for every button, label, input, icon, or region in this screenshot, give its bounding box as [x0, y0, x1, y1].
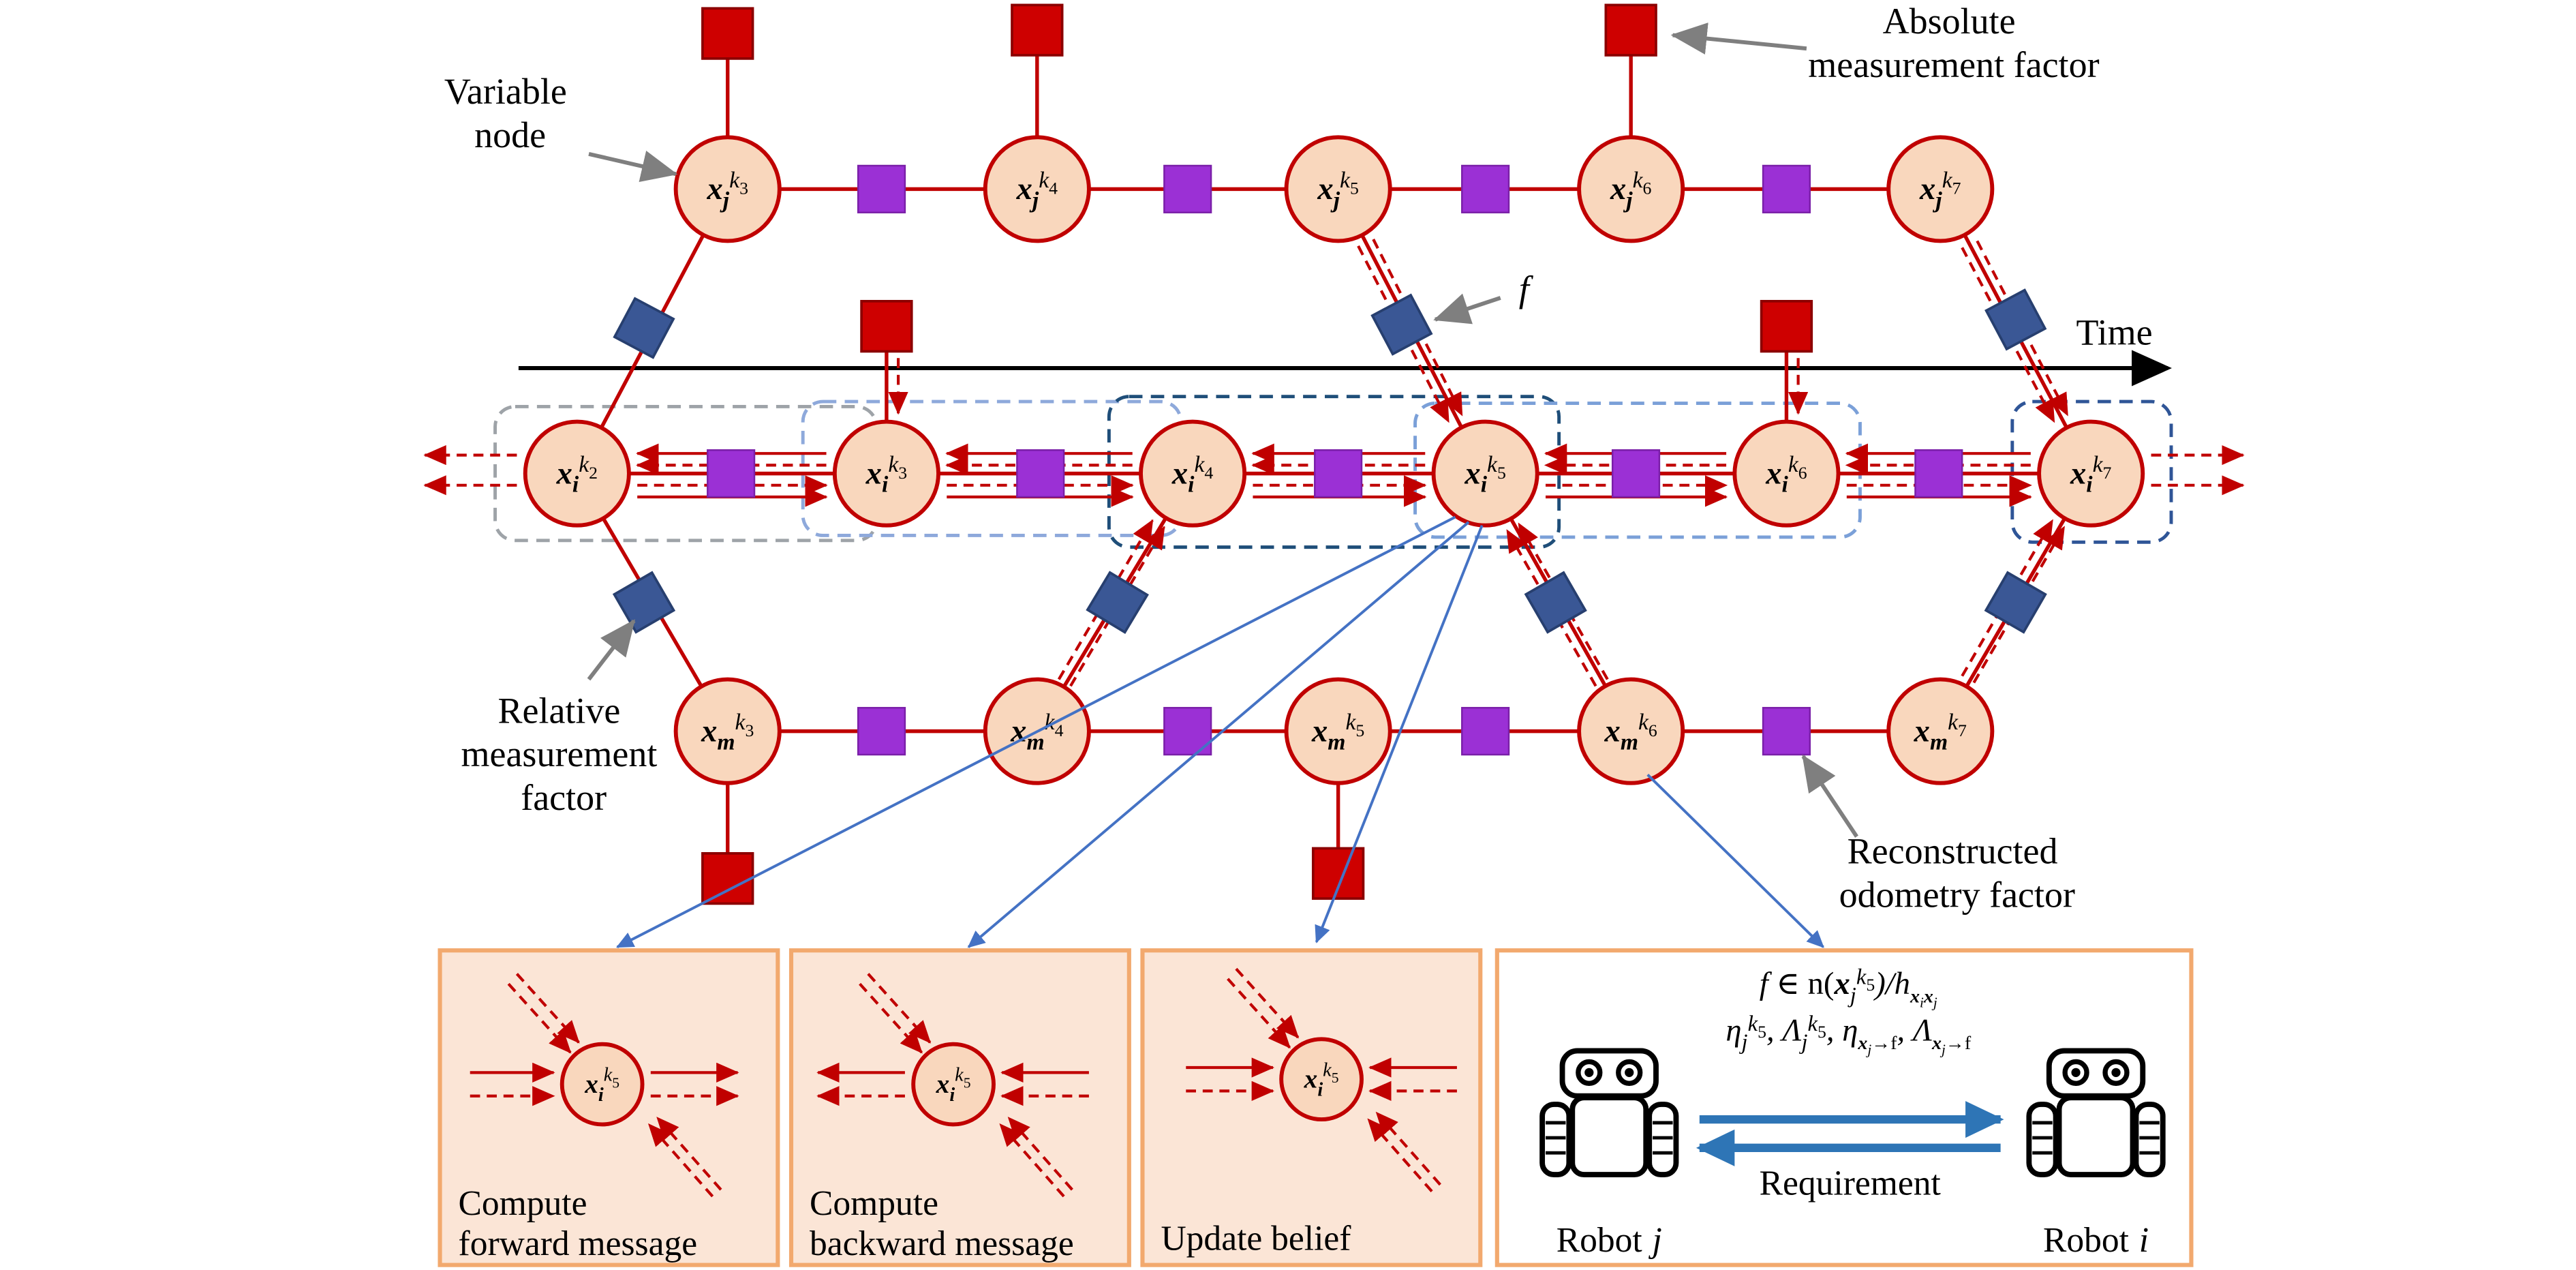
relative-measurement-factor — [613, 297, 675, 359]
absolute-measurement-factor — [1011, 3, 1064, 57]
variable-node-xi-k5-mini — [559, 1042, 645, 1127]
f-label: f — [1519, 269, 1534, 309]
odometry-factor — [1461, 164, 1510, 213]
variable-node-arrow — [588, 151, 678, 182]
panel-pointers — [615, 515, 1824, 949]
time-axis: Time — [518, 312, 2172, 387]
absolute-measurement-factor — [860, 299, 913, 353]
relative-measurement-factor — [1086, 571, 1149, 634]
reconstructed-factor-arrow — [1801, 755, 1858, 838]
panel-requirement: f ∈ n(xjk5)/hxixj ηjk5, Λjk5, ηxj→f, Λxj… — [1494, 948, 2194, 1267]
variable-node-xi-k5-mini — [911, 1042, 996, 1127]
variable-node-label: xik7 — [2070, 452, 2112, 497]
variable-node-label: xik6 — [1765, 452, 1807, 497]
panel-caption: Compute forward message — [459, 1184, 698, 1263]
panel-caption: Compute backward message — [810, 1184, 1074, 1263]
variable-node-label: xmk4 — [1010, 710, 1063, 755]
relative-factor-arrow — [587, 619, 636, 681]
absolute-factor-annotation: Absolute measurement factor — [1808, 1, 2099, 85]
robot-icon-i — [2026, 1048, 2166, 1178]
relative-factor-annotation: Relative measurement factor — [461, 690, 666, 818]
panel-caption: Update belief — [1161, 1220, 1351, 1258]
reconstructed-odometry-factor — [1461, 707, 1510, 756]
message-params-formula: ηjk5, Λjk5, ηxj→f, Λxj→f — [1726, 1012, 1971, 1057]
absolute-factor-arrow — [1670, 22, 1807, 55]
variable-node-label: xmk6 — [1604, 710, 1657, 755]
variable-node-xj-k4 — [983, 135, 1091, 243]
variable-node-label: xik5 — [1464, 452, 1505, 497]
odometry-factor — [1163, 164, 1212, 213]
time-label: Time — [2076, 312, 2153, 353]
variable-node-label: xik3 — [865, 452, 907, 497]
absolute-measurement-factor — [701, 851, 754, 905]
variable-node-label: xik5 — [1304, 1059, 1339, 1100]
factors — [612, 3, 2047, 905]
variable-node-xi-k7 — [2037, 419, 2145, 528]
variable-node-annotation: Variable node — [444, 71, 576, 155]
panel-update-belief: xik5 Update belief — [1140, 948, 1483, 1267]
variable-node-label: xmk7 — [1914, 710, 1967, 755]
relative-measurement-factor — [1984, 288, 2047, 351]
variable-node-xj-k6 — [1577, 135, 1685, 243]
odometry-factor — [1914, 449, 1963, 498]
absolute-measurement-factor — [1760, 299, 1813, 353]
variable-node-label: xik5 — [936, 1065, 971, 1106]
variable-node-xj-k3 — [673, 135, 782, 243]
reconstructed-factor-annotation: Reconstructed odometry factor — [1839, 831, 2075, 916]
variable-node-xj-k7 — [1886, 135, 1995, 243]
variable-node-xm-k3 — [673, 677, 782, 785]
requirement-label: Requirement — [1760, 1164, 1942, 1203]
variable-node-xi-k2 — [523, 419, 631, 528]
variable-node-xi-k5-mini — [1279, 1037, 1364, 1122]
odometry-factor — [1611, 449, 1661, 498]
relative-measurement-factor — [1524, 571, 1587, 634]
odometry-factor — [1016, 449, 1065, 498]
absolute-measurement-factor — [701, 7, 754, 60]
variable-node-label: xjk4 — [1016, 168, 1058, 213]
absolute-measurement-factor — [1311, 847, 1365, 900]
relative-measurement-factor — [1370, 293, 1433, 356]
variable-node-xm-k5 — [1284, 677, 1392, 785]
sliding-window-navy — [1107, 395, 1561, 549]
factor-set-formula: f ∈ n(xjk5)/hxixj — [1760, 965, 1937, 1010]
variable-node-label: xjk5 — [1317, 168, 1358, 213]
robot-icon-j — [1539, 1048, 1679, 1178]
odometry-factor — [1762, 164, 1811, 213]
relative-measurement-factor — [1984, 571, 2047, 634]
variable-node-xi-k5 — [1431, 419, 1539, 528]
variable-node-label: xjk6 — [1610, 168, 1652, 213]
variable-node-label: xik2 — [556, 452, 598, 497]
panel-backward-message: xik5 Compute backward message — [788, 948, 1131, 1267]
relative-measurement-factor — [612, 571, 676, 634]
variable-node-xi-k4 — [1139, 419, 1247, 528]
panel-forward-message: xik5 Compute forward message — [438, 948, 780, 1267]
variable-node-label: xmk3 — [701, 710, 754, 755]
variable-node-xm-k6 — [1577, 677, 1685, 785]
f-arrow — [1433, 293, 1501, 324]
annotations: Variable node Absolute measurement facto… — [444, 1, 2100, 915]
variable-node-xm-k7 — [1886, 677, 1995, 785]
odometry-factor — [1314, 449, 1363, 498]
variable-node-label: xik4 — [1171, 452, 1214, 497]
odometry-factor — [857, 164, 906, 213]
variable-node-xj-k5 — [1284, 135, 1392, 243]
absolute-measurement-factor — [1604, 3, 1657, 57]
variable-node-xi-k3 — [832, 419, 940, 528]
odometry-factor — [707, 449, 756, 498]
variable-node-xi-k6 — [1732, 419, 1841, 528]
variable-node-label: xik5 — [584, 1065, 619, 1106]
variable-node-label: xmk5 — [1311, 710, 1364, 755]
reconstructed-odometry-factor — [1762, 707, 1811, 756]
reconstructed-odometry-factor — [857, 707, 906, 756]
